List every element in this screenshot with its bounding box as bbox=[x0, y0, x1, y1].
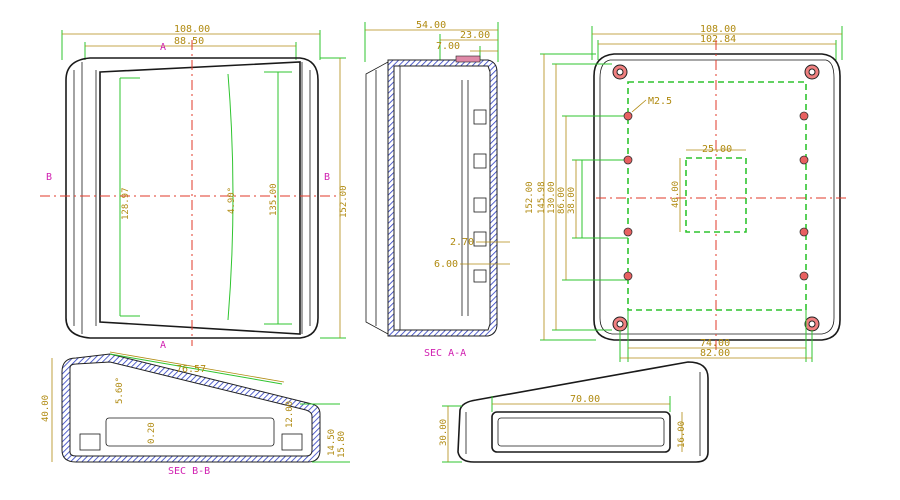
section-b-marker-right: B bbox=[324, 172, 330, 183]
section-a-marker-bottom: A bbox=[160, 340, 166, 351]
screw-bosses bbox=[612, 64, 820, 332]
back-w82: 82.00 bbox=[700, 348, 730, 359]
front-view: 108.00 88.50 A B B A 128.97 4.90° 135.00… bbox=[40, 24, 349, 351]
bb-slope: 76.57 bbox=[176, 364, 206, 375]
side-w70: 70.00 bbox=[570, 394, 600, 405]
section-aa-view: 54.00 23.00 7.00 2.70 6.00 SEC A-A bbox=[364, 20, 510, 359]
front-height-outer: 152.00 bbox=[339, 185, 349, 218]
section-aa-label: SEC A-A bbox=[424, 348, 466, 359]
front-angle: 4.90° bbox=[227, 187, 237, 214]
bb-12: 12.00 bbox=[285, 401, 295, 428]
section-a-marker-top: A bbox=[160, 42, 166, 53]
back-h145: 145.98 bbox=[537, 181, 547, 214]
aa-23: 23.00 bbox=[460, 30, 490, 41]
back-h152: 152.00 bbox=[525, 181, 535, 214]
bb-5-60: 5.60° bbox=[115, 377, 125, 404]
back-h40: 40.00 bbox=[671, 181, 681, 208]
aa-2-70: 2.70 bbox=[450, 237, 474, 248]
front-width-inner: 88.50 bbox=[174, 36, 204, 47]
side-view: 70.00 30.00 16.00 bbox=[439, 361, 709, 463]
side-h30: 30.00 bbox=[439, 419, 449, 446]
side-h16: 16.00 bbox=[677, 421, 687, 448]
back-w74: 74.00 bbox=[700, 338, 730, 349]
front-height-inner-right: 135.00 bbox=[269, 183, 279, 216]
aa-depth: 54.00 bbox=[416, 20, 446, 31]
back-width-outer: 108.00 bbox=[700, 24, 736, 35]
bb-15-80: 15.80 bbox=[337, 431, 347, 458]
front-width-outer: 108.00 bbox=[174, 24, 210, 35]
aa-6: 6.00 bbox=[434, 259, 458, 270]
section-bb-view: 76.57 40.00 5.60° 12.00 0.20 14.50 15.80… bbox=[41, 351, 350, 477]
back-view: 108.00 102.84 152.00 145.98 130.00 86.00… bbox=[525, 24, 848, 362]
back-h130: 130.00 bbox=[547, 181, 557, 214]
aa-7: 7.00 bbox=[436, 41, 460, 52]
back-screw-label: M2.5 bbox=[648, 96, 672, 107]
back-width-inner: 102.84 bbox=[700, 34, 736, 45]
front-height-inner-left: 128.97 bbox=[121, 187, 131, 220]
section-bb-label: SEC B-B bbox=[168, 466, 210, 477]
back-h38: 38.00 bbox=[567, 187, 577, 214]
bb-h40: 40.00 bbox=[41, 395, 51, 422]
back-w25: 25.00 bbox=[702, 144, 732, 155]
bb-14-50: 14.50 bbox=[327, 429, 337, 456]
bb-0-20: 0.20 bbox=[147, 422, 157, 444]
section-b-marker-left: B bbox=[46, 172, 52, 183]
back-h86: 86.00 bbox=[557, 187, 567, 214]
